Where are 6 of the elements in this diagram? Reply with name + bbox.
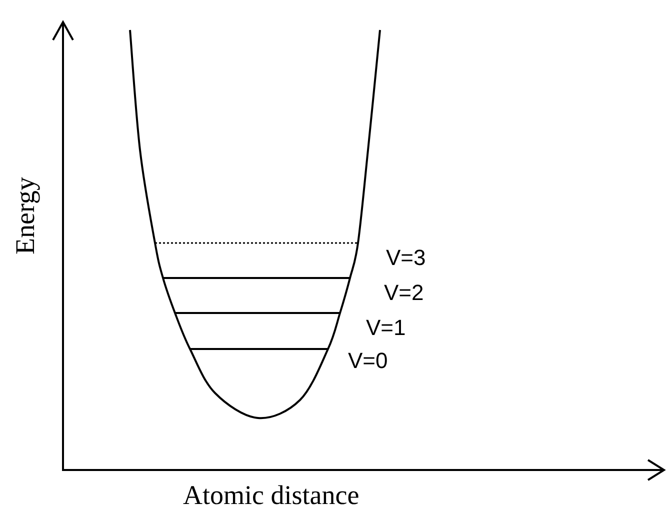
level-label: V=0 (348, 350, 388, 372)
axis-label: Atomic distance (183, 482, 360, 509)
axis-label: Energy (12, 176, 39, 254)
level-label: V=2 (384, 282, 424, 304)
level-label: V=1 (366, 317, 406, 339)
level-label: V=3 (386, 247, 426, 269)
